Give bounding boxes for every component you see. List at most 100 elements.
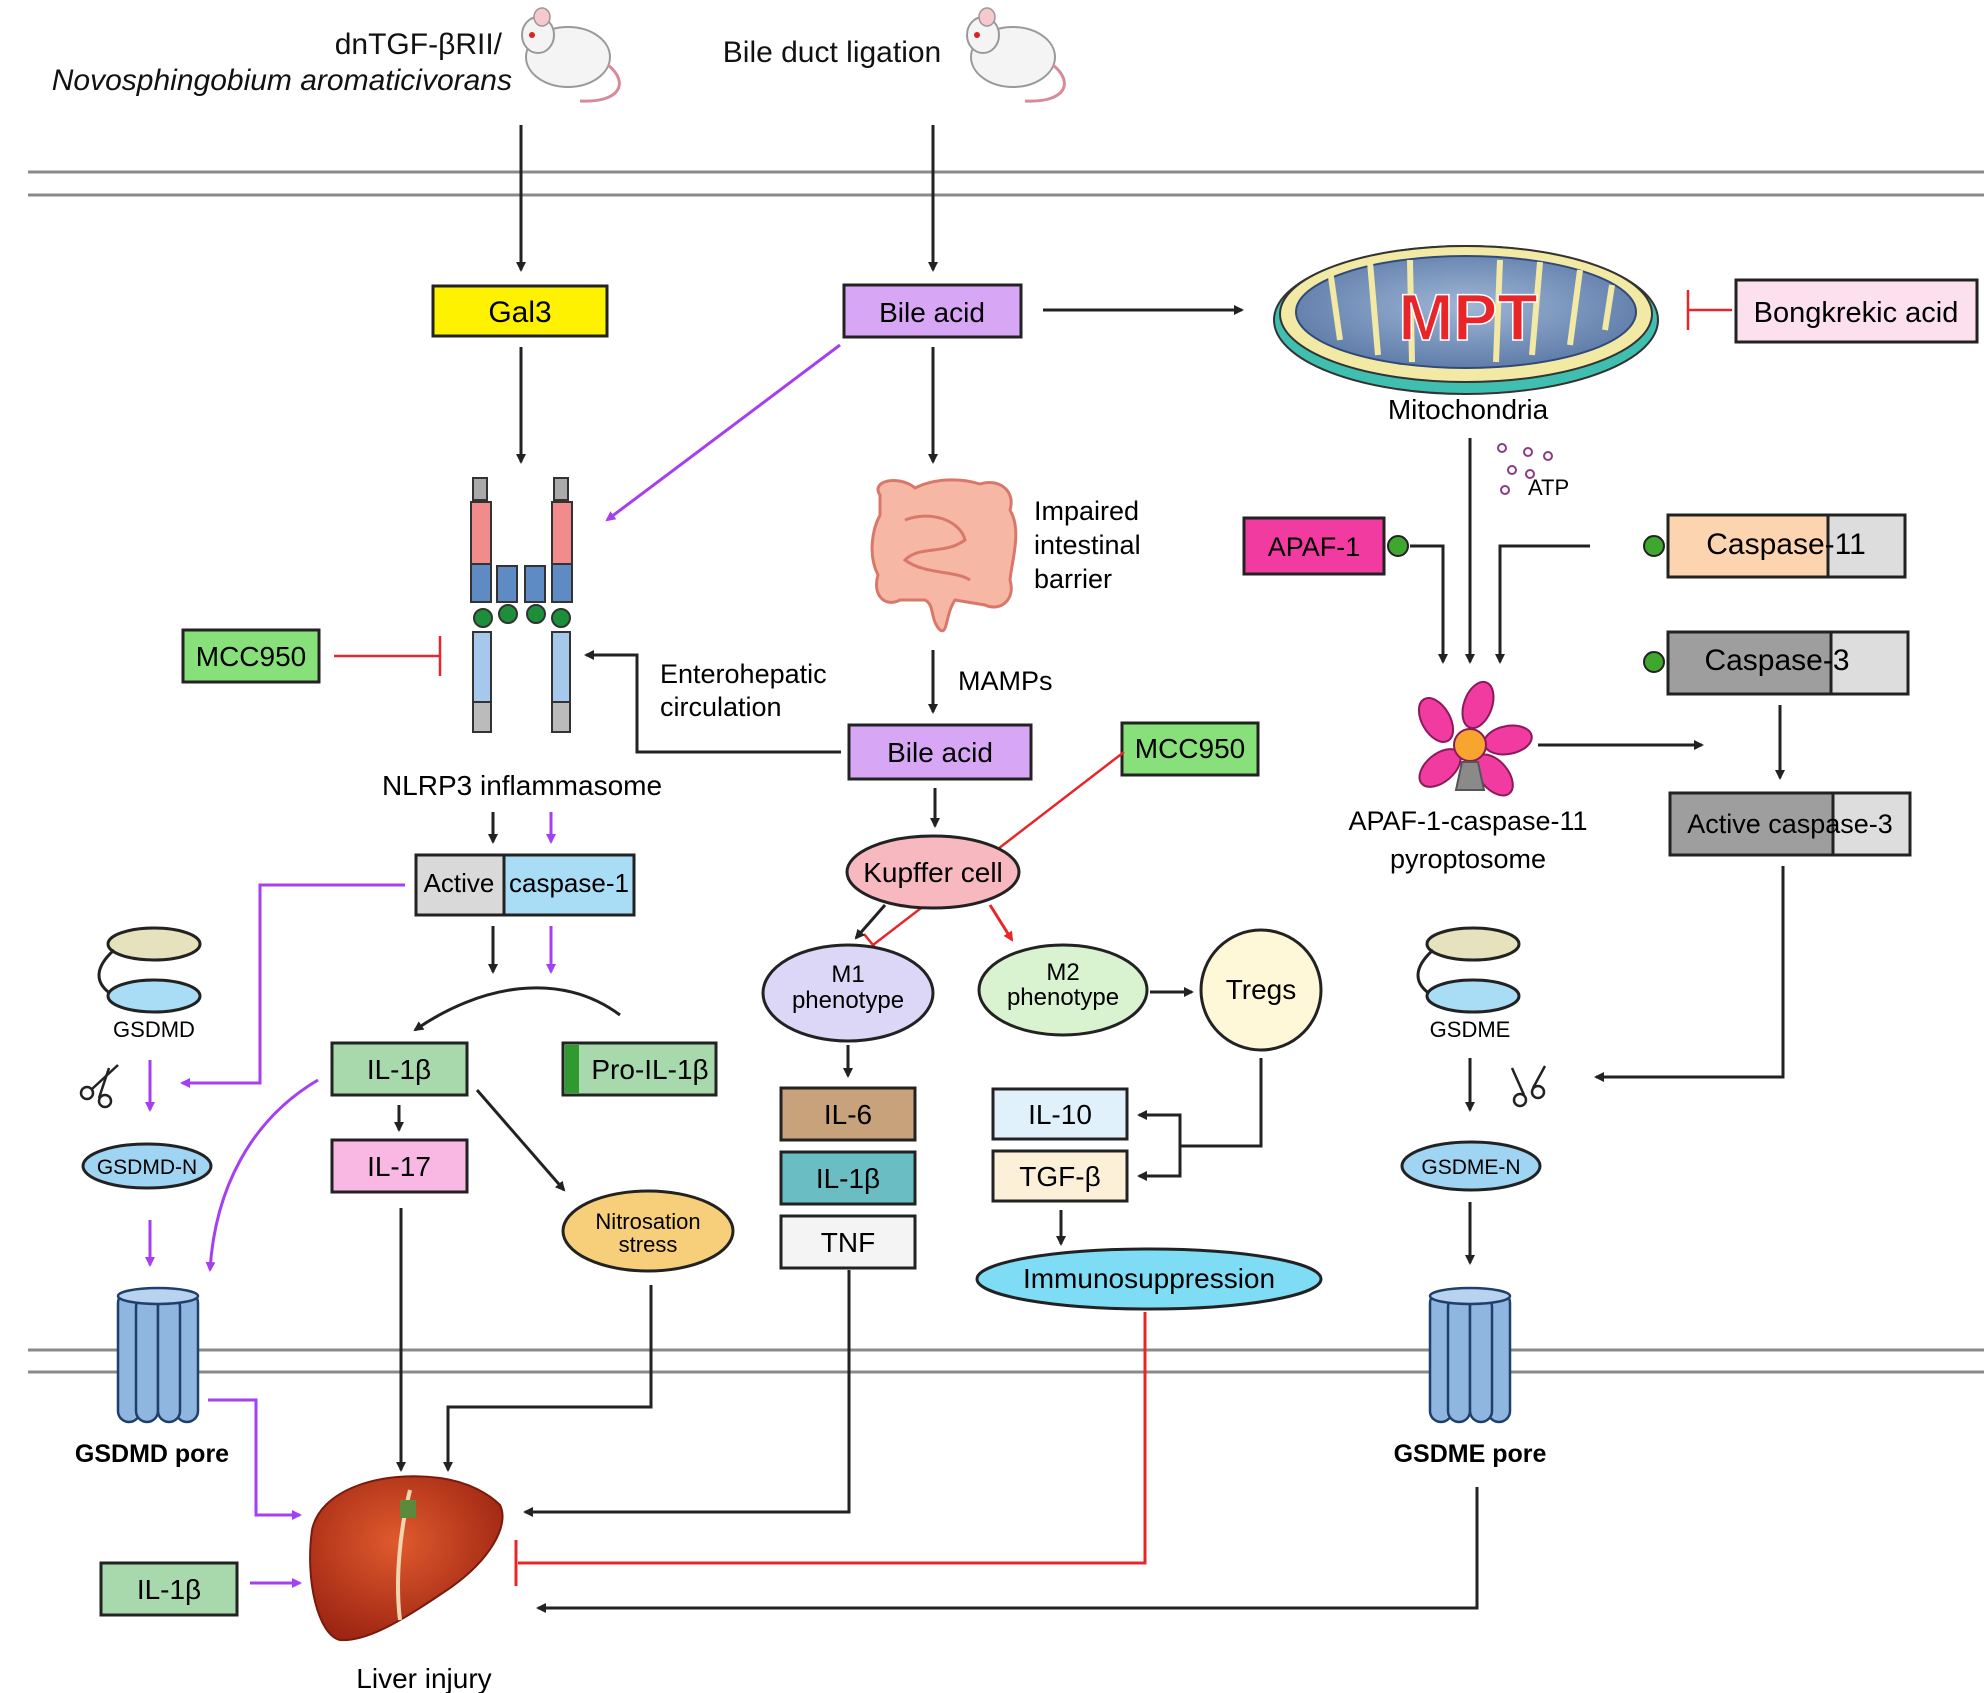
caspase3-box-left: [1666, 630, 1833, 696]
active-caspase3-box-right: [1831, 791, 1912, 857]
atp-molecules-icon: [1497, 443, 1553, 495]
nitrosation-label-1: Nitrosation: [595, 1209, 700, 1234]
intestine-icon: [870, 478, 1018, 633]
nlrp3-inflammasome-icon: [470, 477, 573, 733]
m2-phenotype-ellipse: [977, 943, 1149, 1037]
impaired-label-1: Impaired: [1034, 496, 1139, 526]
caspase11-label: Caspase-11: [1706, 528, 1866, 561]
immunosuppression-ellipse: [975, 1247, 1323, 1311]
il1b-m1-box: [779, 1150, 917, 1206]
arrow-apaf1-to-pyroptosome: [1410, 544, 1448, 664]
pro-il1b-box: [561, 1041, 718, 1097]
caspase11-box-right: [1826, 513, 1907, 579]
enterohepatic-label-1: Enterohepatic: [660, 659, 827, 689]
gsdmd-n-label: GSDMD-N: [97, 1156, 197, 1179]
bile-acid-top-box: [842, 283, 1023, 339]
immunosuppression-label: Immunosuppression: [1023, 1263, 1275, 1294]
arrow-enterohepatic-to-nlrp3: [584, 650, 841, 754]
arrow-active-caspase3-to-gsdme: [1594, 866, 1785, 1082]
liver-icon: [309, 1475, 504, 1642]
impaired-label-2: intestinal: [1034, 530, 1141, 560]
model-label-left-1: dnTGF-βRII/: [335, 28, 503, 61]
nitrosation-label-2: stress: [619, 1232, 678, 1257]
active-caspase3-label: Active caspase-3: [1687, 809, 1893, 839]
mcc950-mid-box: [1120, 721, 1260, 777]
m2-label-1: M2: [1046, 959, 1079, 986]
top-membrane: [28, 170, 1984, 197]
mcc950-left-box: [181, 628, 321, 684]
tregs-circle: [1199, 928, 1323, 1052]
tregs-label: Tregs: [1226, 974, 1297, 1005]
enterohepatic-label-2: circulation: [660, 692, 782, 722]
il1b-center-box: [330, 1041, 469, 1097]
il1b-bottom-label: IL-1β: [137, 1574, 201, 1605]
model-label-left-2: Novosphingobium aromaticivorans: [52, 64, 512, 97]
gsdme-label: GSDME: [1430, 1017, 1511, 1042]
bile-acid-top-label: Bile acid: [879, 297, 985, 328]
caspase11-box-left: [1666, 513, 1830, 579]
nitrosation-stress-ellipse: [561, 1189, 735, 1273]
arrow-tnf-to-liver: [523, 1270, 851, 1517]
mitochondria-icon: [1273, 245, 1659, 395]
scissors-icon-gsdmd: [79, 1064, 119, 1109]
bile-acid-mid-label: Bile acid: [887, 737, 993, 768]
caspase3-label: Caspase-3: [1704, 644, 1849, 677]
gsdme-pore-label: GSDME pore: [1394, 1440, 1547, 1468]
impaired-label-3: barrier: [1034, 564, 1112, 594]
active-caspase1-left: [414, 853, 506, 917]
mitochondria-label: Mitochondria: [1388, 394, 1549, 425]
kupffer-cell-label: Kupffer cell: [863, 857, 1003, 888]
arrow-proil1b-to-il1b: [413, 986, 621, 1032]
apaf1-label: APAF-1: [1268, 532, 1361, 562]
pyroptosome-label-1: APAF-1-caspase-11: [1348, 806, 1587, 836]
kupffer-cell-ellipse: [845, 834, 1021, 910]
bongkrekic-acid-label: Bongkrekic acid: [1754, 297, 1959, 329]
arrow-gsdmd-pore-to-liver: [208, 1398, 302, 1520]
arrow-tregs-to-il10: [1137, 1110, 1182, 1146]
active-caspase1-label-right: caspase-1: [509, 868, 629, 898]
arrow-kupffer-to-m1: [854, 904, 887, 940]
active-caspase1-label-left: Active: [424, 868, 495, 898]
caspase3-box-right: [1829, 630, 1910, 696]
il6-box: [779, 1086, 917, 1142]
arrow-tregs-to-cytokines: [1180, 1058, 1263, 1148]
m1-label-2: phenotype: [792, 987, 904, 1014]
arrow-nitrosation-to-liver: [443, 1285, 653, 1472]
il1b-center-label: IL-1β: [367, 1054, 431, 1085]
bottom-membrane: [28, 1348, 1984, 1374]
caspase11-card-dot: [1643, 535, 1665, 557]
il1b-m1-label: IL-1β: [816, 1163, 880, 1194]
bile-acid-mid-box: [847, 723, 1033, 781]
il6-label: IL-6: [824, 1099, 872, 1130]
gsdme-icon: [1416, 926, 1521, 1014]
mouse-icon-left: [521, 7, 621, 103]
bongkrekic-acid-box: [1734, 278, 1979, 344]
il10-box: [991, 1087, 1129, 1141]
apaf1-card-dot: [1387, 535, 1409, 557]
gal3-box: [431, 284, 609, 338]
il10-label: IL-10: [1028, 1099, 1092, 1130]
inhibit-mcc950-nlrp3: [334, 636, 442, 676]
inhibit-bongkrekic-mpt: [1686, 290, 1732, 330]
liver-injury-label: Liver injury: [356, 1663, 491, 1693]
mpt-label: MPT: [1398, 280, 1537, 354]
pro-il1b-label: Pro-IL-1β: [591, 1054, 708, 1085]
caspase3-card-dot: [1643, 651, 1665, 673]
m2-label-2: phenotype: [1007, 984, 1119, 1011]
tgfb-label: TGF-β: [1019, 1161, 1100, 1192]
mcc950-mid-label: MCC950: [1135, 733, 1245, 764]
mouse-icon-middle: [966, 7, 1066, 103]
gal3-label: Gal3: [488, 296, 551, 329]
il17-box: [330, 1138, 469, 1194]
mamps-label: MAMPs: [958, 666, 1053, 696]
active-caspase1-right: [502, 853, 636, 917]
gsdme-pore-icon: [1428, 1286, 1512, 1424]
inhibit-immuno-liver: [514, 1312, 1147, 1586]
mcc950-left-label: MCC950: [196, 641, 306, 672]
m1-label-1: M1: [831, 961, 864, 988]
arrow-caspase11-to-pyroptosome: [1495, 544, 1590, 664]
model-label-middle: Bile duct ligation: [723, 36, 941, 69]
gsdmd-icon: [97, 926, 202, 1014]
arrow-tregs-to-tgfb: [1137, 1146, 1182, 1181]
